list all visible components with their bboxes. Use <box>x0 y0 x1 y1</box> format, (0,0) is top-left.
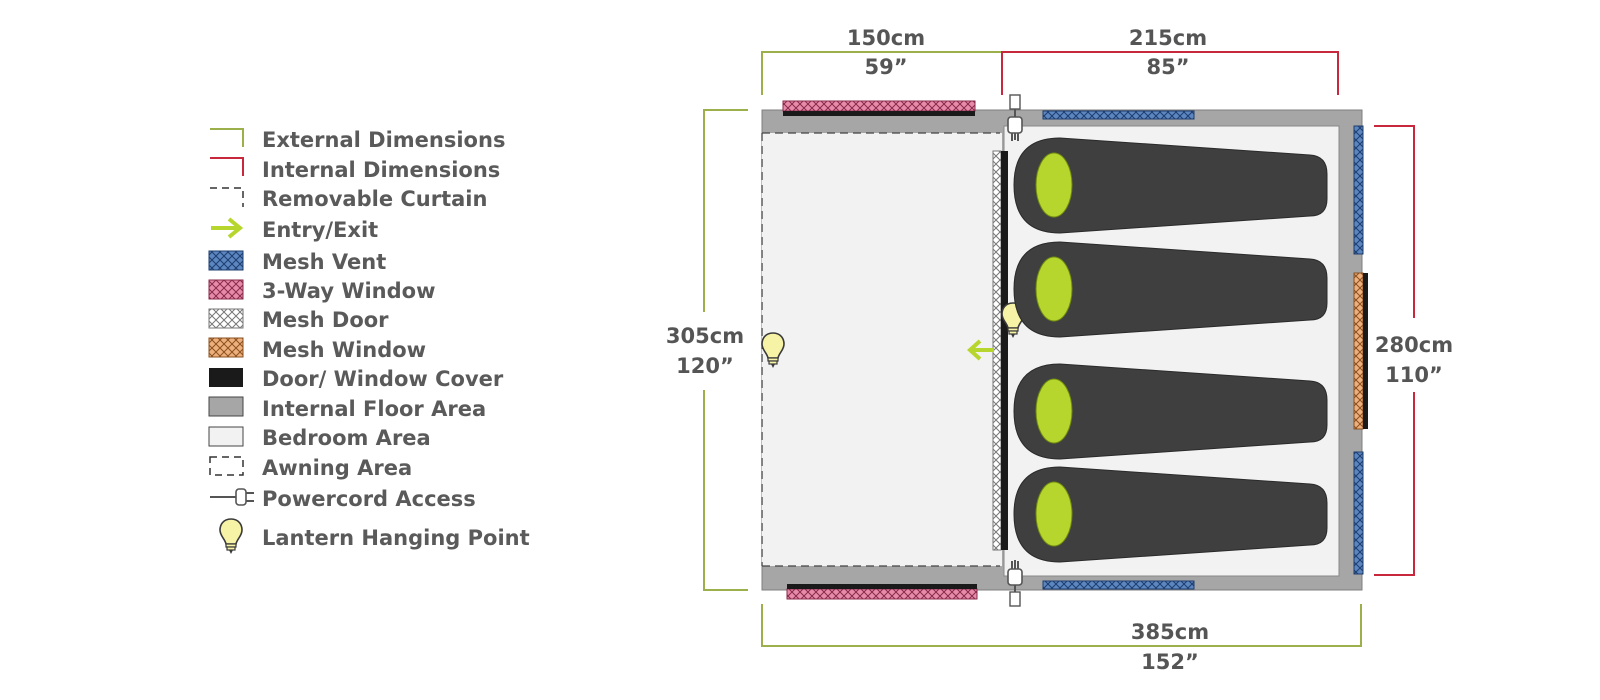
arrow-right-icon <box>211 217 244 239</box>
sleeping-bag-head <box>1035 152 1073 218</box>
legend-item-entry-exit: Entry/Exit <box>211 217 378 242</box>
awning-area-swatch <box>209 456 244 476</box>
sleeping-bag <box>1013 466 1328 563</box>
legend-label: Internal Dimensions <box>262 158 500 182</box>
three-way-window-swatch <box>208 279 244 300</box>
legend-label: Mesh Door <box>262 308 389 332</box>
mesh-door-swatch <box>208 308 244 329</box>
bedroom-area-swatch <box>208 426 244 447</box>
legend-item-internal-dimensions: Internal Dimensions <box>210 157 500 182</box>
window-cover-right <box>1363 273 1368 429</box>
mesh-door <box>992 150 1002 551</box>
legend-label: Door/ Window Cover <box>262 367 504 391</box>
removable-curtain <box>761 132 1000 567</box>
door-cover <box>1001 151 1008 550</box>
powercord-access-bottom <box>1007 560 1023 607</box>
sleeping-bag-body <box>1013 363 1328 460</box>
internal-dimensions-swatch <box>210 157 244 176</box>
legend: External Dimensions Internal Dimensions … <box>208 128 530 555</box>
sleeping-bag-body <box>1013 241 1328 338</box>
legend-label: Internal Floor Area <box>262 397 486 421</box>
mesh-vent-top <box>1042 110 1195 120</box>
sleeping-bag-body <box>1013 137 1328 234</box>
lantern-icon <box>219 518 243 555</box>
door-window-cover-swatch <box>209 368 243 387</box>
bedroom-width-in: 85” <box>1146 55 1189 79</box>
sleeping-bag-body <box>1013 466 1328 563</box>
legend-item-internal-floor-area: Internal Floor Area <box>208 396 486 421</box>
awning-area <box>762 133 1002 566</box>
legend-item-mesh-window: Mesh Window <box>208 337 426 362</box>
sleeping-bag-head <box>1035 378 1073 444</box>
bedroom-width-cm: 215cm <box>1129 26 1207 50</box>
window-cover-bottom <box>787 584 977 589</box>
legend-item-mesh-door: Mesh Door <box>208 308 389 332</box>
sleeping-bag-head <box>1035 481 1073 547</box>
mesh-vent-right-top <box>1353 125 1364 255</box>
sleeping-bag <box>1013 363 1328 460</box>
three-way-window-top <box>782 100 976 112</box>
legend-label: Removable Curtain <box>262 187 487 211</box>
legend-label: External Dimensions <box>262 128 505 152</box>
total-length-cm: 385cm <box>1131 620 1209 644</box>
sleeping-bag <box>1013 137 1328 234</box>
external-height-cm: 305cm <box>666 324 744 348</box>
external-dimensions-swatch <box>210 128 244 147</box>
dimension-line-bedroom-width <box>1001 51 1339 95</box>
legend-label: Lantern Hanging Point <box>262 526 530 550</box>
legend-item-bedroom-area: Bedroom Area <box>208 426 431 450</box>
mesh-vent-right-bottom <box>1353 451 1364 575</box>
mesh-vent-swatch <box>208 250 244 271</box>
sleeping-bag <box>1013 241 1328 338</box>
legend-item-three-way-window: 3-Way Window <box>208 279 436 303</box>
dimensions: 150cm 59” 215cm 85” 305cm 120” 280cm 110… <box>666 26 1453 674</box>
window-cover-top <box>783 111 975 116</box>
sleeping-bag-head <box>1035 256 1073 322</box>
floor-plan <box>761 94 1368 607</box>
legend-label: Bedroom Area <box>262 426 431 450</box>
dimension-line-total-length <box>761 604 1362 647</box>
mesh-window-right <box>1353 272 1364 430</box>
legend-item-awning-area: Awning Area <box>209 456 412 480</box>
legend-item-external-dimensions: External Dimensions <box>210 128 505 152</box>
legend-label: Awning Area <box>262 456 412 480</box>
sleeping-bags <box>1013 137 1328 563</box>
legend-label: Powercord Access <box>262 487 476 511</box>
legend-label: Mesh Vent <box>262 250 386 274</box>
awning-width-in: 59” <box>864 55 907 79</box>
internal-height-cm: 280cm <box>1375 333 1453 357</box>
dimension-line-internal-height <box>1374 125 1415 576</box>
legend-label: Mesh Window <box>262 338 426 362</box>
powercord-access-top <box>1007 94 1023 142</box>
mesh-window-swatch <box>208 337 244 358</box>
powercord-icon <box>210 488 254 506</box>
mesh-vent-bottom <box>1042 580 1195 590</box>
legend-item-powercord-access: Powercord Access <box>210 487 476 511</box>
dimension-line-awning-width <box>761 51 1002 95</box>
dimension-line-external-height <box>703 109 748 591</box>
removable-curtain-swatch <box>210 187 244 207</box>
awning-width-cm: 150cm <box>847 26 925 50</box>
legend-label: Entry/Exit <box>262 218 378 242</box>
external-height-in: 120” <box>676 354 734 378</box>
three-way-window-bottom <box>786 588 978 600</box>
total-length-in: 152” <box>1141 650 1199 674</box>
legend-item-mesh-vent: Mesh Vent <box>208 250 386 274</box>
legend-item-lantern-hanging-point: Lantern Hanging Point <box>219 518 530 555</box>
internal-height-in: 110” <box>1385 363 1443 387</box>
legend-item-removable-curtain: Removable Curtain <box>210 187 487 211</box>
internal-floor-area-swatch <box>208 396 244 417</box>
legend-item-door-window-cover: Door/ Window Cover <box>209 367 504 391</box>
legend-label: 3-Way Window <box>262 279 436 303</box>
entry-exit-arrow-icon <box>967 339 994 361</box>
